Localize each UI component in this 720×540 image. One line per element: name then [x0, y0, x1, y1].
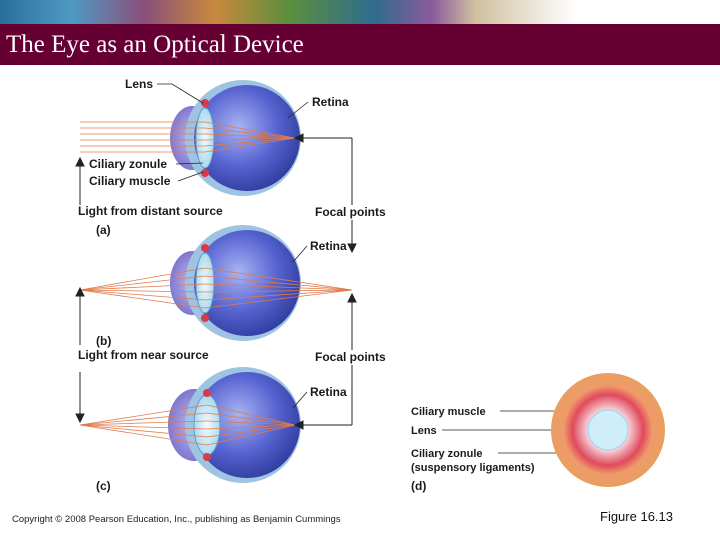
lens-c	[193, 394, 221, 456]
label-lens: Lens	[125, 77, 153, 91]
label-panel-b: (b)	[96, 334, 111, 348]
banner-artwork	[0, 0, 720, 24]
rays-b	[79, 267, 353, 309]
eye-panel-b	[79, 225, 353, 341]
ciliary-muscle-bottom-a	[201, 169, 209, 177]
lens-b	[195, 252, 215, 314]
label-focal-points-a: Focal points	[315, 205, 386, 219]
eyeball-a	[194, 85, 300, 191]
copyright-notice: Copyright © 2008 Pearson Education, Inc.…	[12, 514, 341, 525]
title-bar	[0, 24, 720, 65]
label-d-ciliary-muscle: Ciliary muscle	[411, 406, 486, 418]
eye-optics-diagram: Lens Retina Ciliary zonule Ciliary muscl…	[75, 77, 665, 493]
label-retina-b: Retina	[310, 239, 347, 253]
eyeball-b	[194, 230, 300, 336]
rays-c	[79, 404, 296, 446]
ciliary-muscle-top-c	[203, 389, 211, 397]
label-panel-c: (c)	[96, 479, 111, 493]
lens-d	[587, 409, 629, 451]
label-d-suspensory: (suspensory ligaments)	[411, 462, 535, 474]
label-light-near: Light from near source	[78, 348, 209, 362]
label-focal-points-b: Focal points	[315, 350, 386, 364]
label-ciliary-zonule: Ciliary zonule	[89, 157, 167, 171]
label-panel-a: (a)	[96, 223, 111, 237]
ciliary-muscle-bottom-b	[201, 314, 209, 322]
figure-number: Figure 16.13	[600, 509, 673, 524]
ciliary-muscle-bottom-c	[203, 453, 211, 461]
label-d-ciliary-zonule: Ciliary zonule	[411, 448, 483, 460]
ciliary-muscle-top-b	[201, 244, 209, 252]
label-light-distant: Light from distant source	[78, 204, 223, 218]
label-ciliary-muscle: Ciliary muscle	[89, 174, 171, 188]
slide-title: The Eye as an Optical Device	[6, 31, 304, 58]
eye-panel-a	[80, 80, 301, 196]
label-retina-a: Retina	[312, 95, 349, 109]
focal-arrows	[293, 133, 357, 430]
eye-cross-section-d	[551, 373, 665, 487]
label-retina-c: Retina	[310, 385, 347, 399]
eyeball-c	[194, 372, 300, 478]
left-arrows	[75, 156, 85, 424]
label-panel-d: (d)	[411, 479, 426, 493]
ciliary-muscle-top-a	[201, 99, 209, 107]
rays-a	[80, 121, 296, 153]
eye-panel-c	[79, 367, 301, 483]
lens-a	[195, 107, 215, 169]
label-d-lens: Lens	[411, 425, 437, 437]
